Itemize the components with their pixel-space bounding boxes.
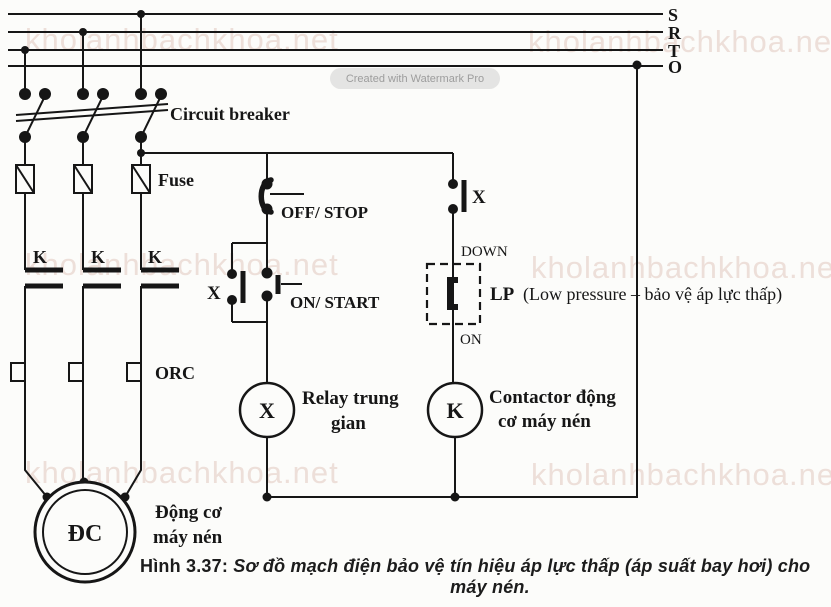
relay-name-line1: Relay trung [302,388,399,409]
neutral-return [267,65,638,498]
pushbutton-actuators [270,193,304,285]
fuse-symbols [15,164,151,194]
contactor-coil-circle [426,381,484,439]
watermark-badge-text: Created with Watermark Pro [345,72,485,85]
lp-contact-blade [447,277,458,310]
watermark-text: kholanhbachkhoa.net [531,250,831,285]
k-contact-label-3: K [148,247,162,267]
relay-coil-circle [238,381,296,439]
phase-taps [24,14,142,94]
contactor-name-line2: cơ máy nén [498,411,591,432]
motor-inner-circle [42,489,128,575]
k-contact-label-2: K [91,247,105,267]
motor-label: ĐC [68,521,103,547]
fuse-label: Fuse [158,170,194,190]
phase-label-t: T [668,41,680,61]
watermark-text: kholanhbachkhoa.net [528,24,831,59]
lp-on-label: ON [460,332,482,348]
circuit-breaker-label: Circuit breaker [170,104,290,124]
diagram-labels: S R T O Circuit breaker Fuse K K K ORC O… [33,5,782,548]
figure-caption-line1: Hình 3.37: Sơ đồ mạch điện bảo vệ tín hi… [140,556,831,577]
watermark-text: kholanhbachkhoa.net [25,247,339,282]
k-contact-label-1: K [33,247,47,267]
lp-abbr-label: LP [490,284,515,305]
phase-label-r: R [668,23,682,43]
relay-coil-label: X [259,398,275,423]
lp-desc-label: (Low pressure – bảo vệ áp lực thấp) [523,284,782,305]
lp-down-label: DOWN [461,244,508,260]
figure-caption: Hình 3.37: Sơ đồ mạch điện bảo vệ tín hi… [140,556,831,598]
x-contact-label: X [472,187,486,208]
figure-caption-text2: máy nén. [450,577,530,597]
motor-name-line1: Động cơ [155,502,222,523]
coil-tails [266,437,456,497]
contactor-coil-label: K [446,398,463,423]
aux-x-contact-label: X [207,283,221,304]
watermark-text: kholanhbachkhoa.net [531,457,831,492]
figure-caption-text: Sơ đồ mạch điện bảo vệ tín hiệu áp lực t… [233,556,811,576]
breaker-tie-bars [15,103,169,122]
k-main-contact-bars [25,267,179,289]
orc-symbols [10,362,142,382]
power-bus-lines [8,13,663,67]
figure-caption-prefix: Hình 3.37: [140,556,229,576]
watermark-text: kholanhbachkhoa.net [25,22,339,57]
lp-switch-box [425,262,482,326]
watermark-badge: Created with Watermark Pro [330,68,500,89]
motor-outer-circle [33,480,137,584]
junction-dots [19,10,642,502]
wires [8,13,663,498]
off-stop-label: OFF/ STOP [281,203,368,222]
contact-to-motor-wires [24,286,142,498]
orc-label: ORC [155,363,195,383]
contactor-name-line1: Contactor động [489,387,616,408]
fuse-to-contact-wires [24,193,142,270]
motor-name-line2: máy nén [153,527,223,548]
phase-label-o: O [668,57,682,77]
relay-name-line2: gian [331,413,366,434]
start-branch-wires [231,242,268,383]
on-start-label: ON/ START [290,293,380,312]
figure-caption-line2: máy nén. [140,577,831,598]
phase-label-s: S [668,5,678,25]
breaker-blades [24,95,162,138]
